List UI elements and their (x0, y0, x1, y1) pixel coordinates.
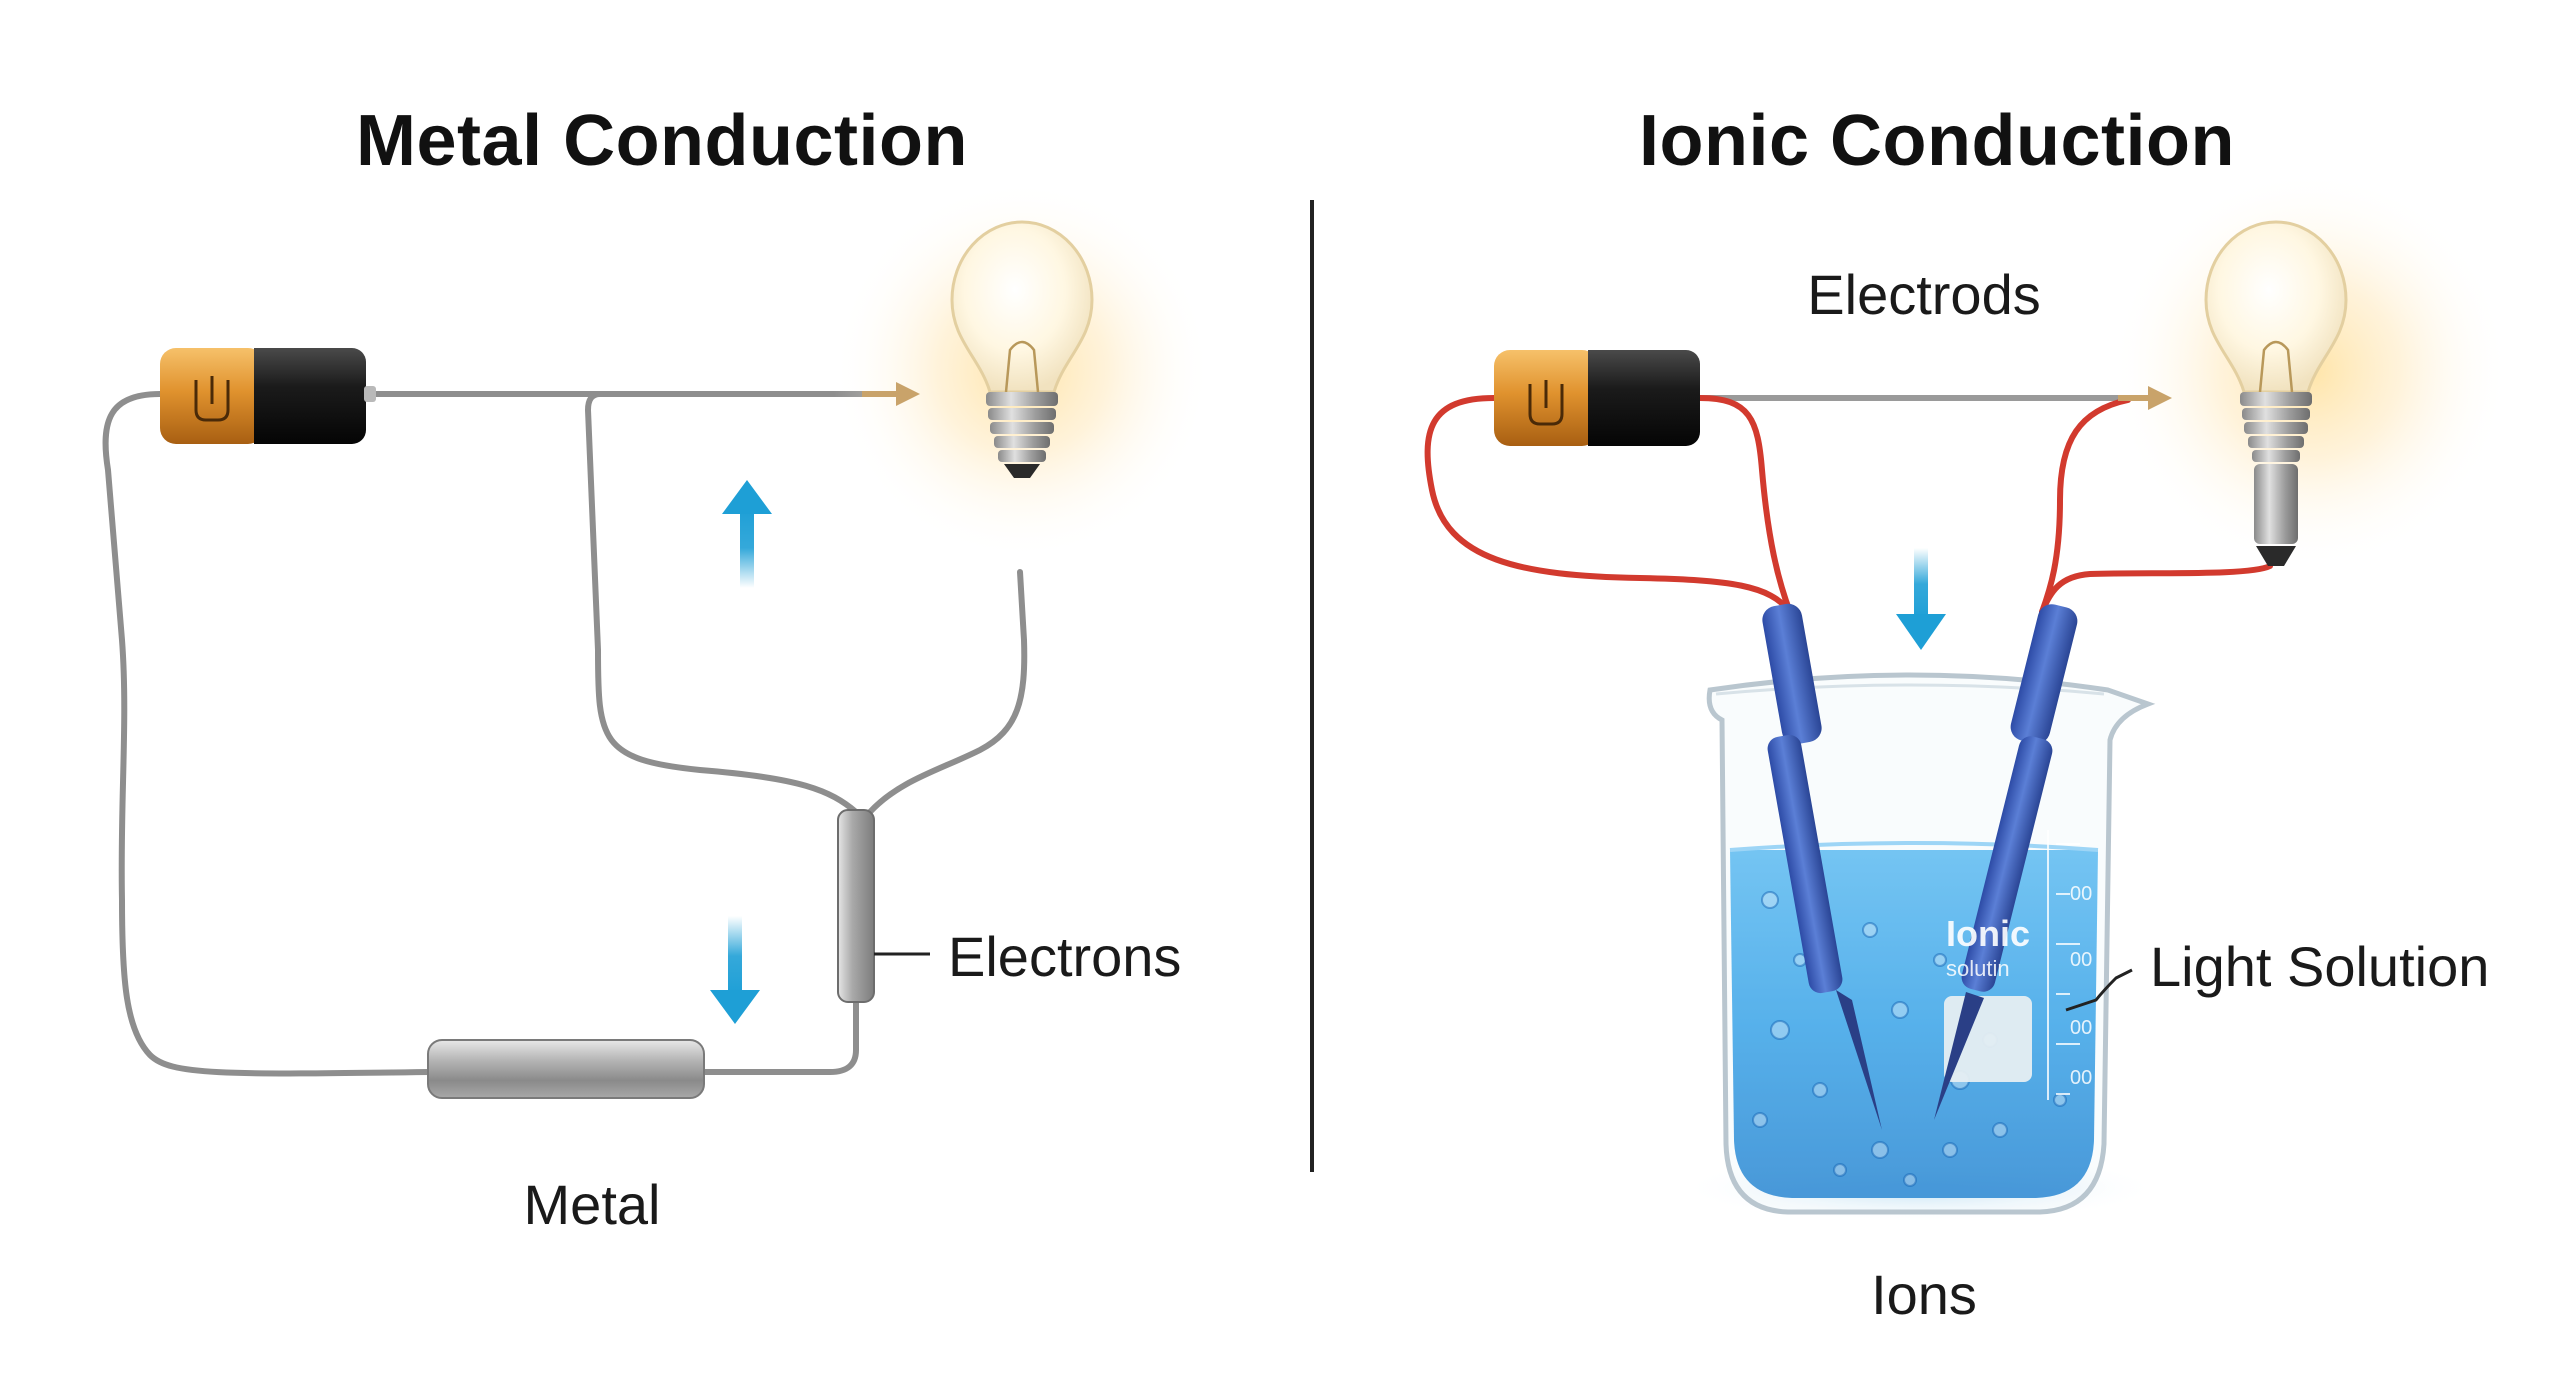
beaker-scale-mark-3: 00 (2070, 1017, 2092, 1039)
red-wire-bulb-right (2039, 397, 2131, 615)
electrodes-label: Electrods (1807, 263, 2041, 326)
beaker-scale (2047, 830, 2080, 1100)
red-wires (1424, 395, 2273, 615)
wire-battery-left-loop (102, 391, 433, 1077)
wire-bulb-down (867, 569, 1028, 815)
lightbulb-right-icon (2118, 220, 2348, 566)
beaker-scale-mark-2: 00 (2070, 949, 2092, 971)
electron-flow-up-arrow-icon (722, 480, 772, 588)
metal-label: Metal (523, 1173, 661, 1236)
beaker-scale-mark-4: 00 (2070, 1067, 2092, 1089)
light-solution-leader-line (2065, 968, 2133, 1012)
battery-symbol-icon (1528, 384, 1564, 426)
beaker-glass (1706, 672, 2156, 1215)
metal-circuit (102, 180, 1212, 1099)
electron-tube (837, 809, 875, 1003)
red-wire-battery-left (1424, 395, 1793, 615)
battery-symbol-icon (194, 380, 230, 422)
metal-bar (427, 1039, 705, 1099)
red-wire-bulb-base (2039, 563, 2273, 615)
metal-conduction-title: Metal Conduction (356, 101, 968, 181)
red-wire-battery-right (1697, 395, 1793, 615)
lightbulb-left-icon (832, 180, 1212, 560)
ionic-conduction-title: Ionic Conduction (1639, 101, 2235, 181)
ion-flow-down-arrow-icon (1896, 548, 1946, 650)
ions-label: Ions (1871, 1263, 1977, 1326)
electrode-left (1762, 603, 1882, 1130)
ionic-circuit: 00 00 00 00 Ionic solutin (1424, 170, 2510, 1222)
beaker-text-ionic: Ionic (1946, 913, 2030, 954)
battery-left (160, 348, 376, 444)
beaker-scale-mark-1: 00 (2070, 883, 2092, 905)
battery-right (1494, 350, 1700, 446)
beaker-text-solutin: solutin (1946, 956, 2010, 981)
electron-flow-down-arrow-icon (710, 916, 760, 1024)
wire-battery-to-bulb (365, 391, 859, 815)
electrode-right (1934, 604, 2078, 1120)
light-solution-label: Light Solution (2150, 935, 2490, 998)
wire-tube-bottom (697, 997, 859, 1075)
metal-wires (102, 391, 1028, 1077)
electrons-label: Electrons (948, 925, 1182, 988)
